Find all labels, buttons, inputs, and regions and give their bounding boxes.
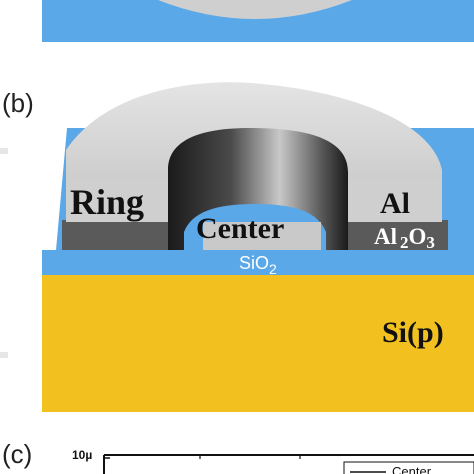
sio2-label-base: SiO (239, 253, 269, 273)
svg-text:SiO2: SiO2 (239, 253, 277, 277)
al2o3-label-o: O (409, 224, 427, 249)
left-edge-mark (0, 148, 8, 154)
ring-al2o3-right (345, 220, 448, 250)
center-label: Center (196, 212, 284, 245)
al2o3-label-sub3: 3 (426, 233, 435, 252)
panel-c-label: (c) (2, 439, 32, 469)
panel-a-remnant (42, 0, 474, 42)
plot-c-legend-label: Center (392, 464, 432, 474)
ring-label: Ring (70, 182, 144, 222)
panel-b-label: (b) (2, 88, 34, 118)
ring-al-left-face (66, 178, 170, 222)
al-label: Al (380, 187, 410, 220)
sio2-label-sub: 2 (269, 261, 277, 277)
ring-al-right-face (345, 178, 442, 222)
sio2-label: SiO2 (239, 253, 277, 277)
si-label: Si(p) (382, 316, 444, 349)
plot-c-frame (103, 454, 474, 474)
center-disc (203, 222, 321, 250)
ring-al2o3-left (62, 220, 170, 250)
plot-c-legend: Center (343, 461, 474, 474)
inner-ring-cylinder (168, 128, 348, 250)
plot-c-legend-box (343, 461, 474, 474)
panel-a-disc-edge (158, 0, 352, 19)
si-substrate-layer (42, 275, 474, 412)
al2o3-label-base: Al (374, 224, 397, 249)
plot-c-ytick-top: 10µ (72, 448, 92, 462)
al2o3-label-sub2: 2 (400, 233, 409, 252)
left-edge-mark (0, 352, 8, 358)
